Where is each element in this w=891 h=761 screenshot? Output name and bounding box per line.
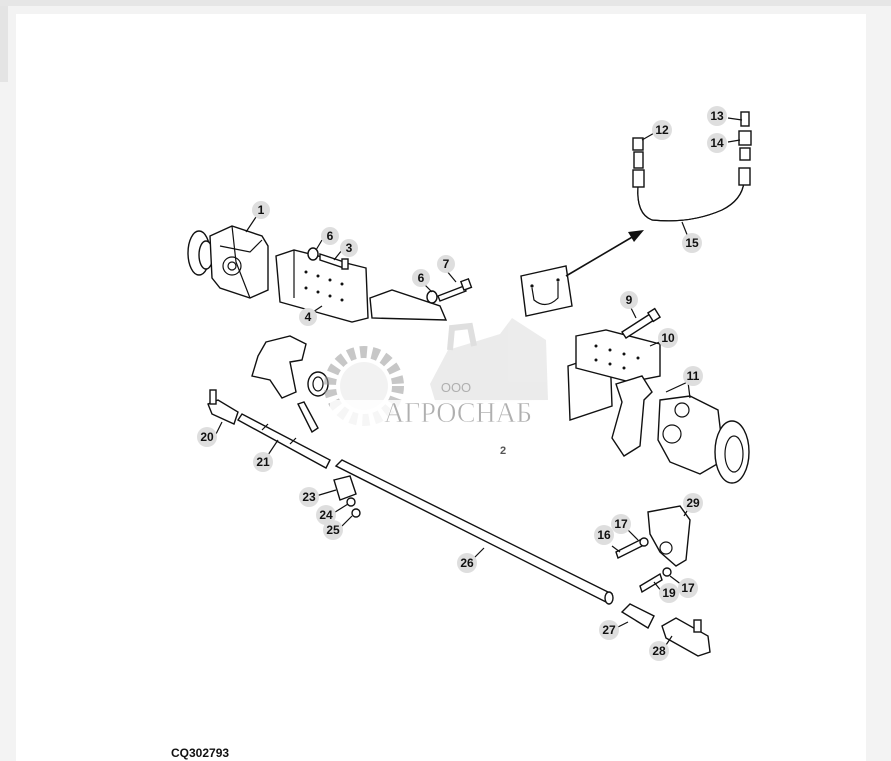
callout-17b: 17 <box>678 578 698 598</box>
svg-text:25: 25 <box>326 523 340 537</box>
callout-16: 16 <box>594 525 614 545</box>
svg-text:27: 27 <box>602 623 616 637</box>
callout-10: 10 <box>658 328 678 348</box>
callout-2: 2 <box>500 445 506 457</box>
svg-text:26: 26 <box>460 556 474 570</box>
callout-20: 20 <box>197 427 217 447</box>
svg-text:24: 24 <box>319 508 333 522</box>
bracket-29-assembly <box>615 505 691 594</box>
left-strip <box>0 6 8 82</box>
svg-text:9: 9 <box>626 293 633 307</box>
svg-text:6: 6 <box>327 229 334 243</box>
callout-6a: 6 <box>321 227 339 245</box>
svg-text:12: 12 <box>655 123 669 137</box>
callout-7: 7 <box>437 255 455 273</box>
svg-text:23: 23 <box>302 490 316 504</box>
callout-17a: 17 <box>611 514 631 534</box>
callout-12: 12 <box>652 120 672 140</box>
svg-text:4: 4 <box>305 310 312 324</box>
bolt-3-assembly <box>307 247 349 270</box>
svg-text:20: 20 <box>200 430 214 444</box>
kingpin-bolt <box>297 401 319 434</box>
watermark-logo: ООО АГРОСНАБ <box>324 318 562 429</box>
svg-text:13: 13 <box>710 109 724 123</box>
callout-27: 27 <box>599 620 619 640</box>
callout-24: 24 <box>316 505 336 525</box>
hydraulic-hose-15 <box>632 111 752 222</box>
watermark-company-name: АГРОСНАБ <box>384 398 532 429</box>
callout-4: 4 <box>299 308 317 326</box>
svg-text:11: 11 <box>687 369 700 383</box>
callout-3: 3 <box>340 239 358 257</box>
figure-code: CQ302793 <box>171 746 230 760</box>
callout-13: 13 <box>707 106 727 126</box>
axle-beam-right <box>567 307 662 421</box>
callout-29: 29 <box>683 493 703 513</box>
svg-text:16: 16 <box>597 528 611 542</box>
svg-text:14: 14 <box>710 136 724 150</box>
callout-11: 11 <box>683 366 703 386</box>
callout-25: 25 <box>323 520 343 540</box>
callout-19: 19 <box>659 583 679 603</box>
tie-rod-end-left <box>207 389 239 425</box>
right-final-drive-housing <box>611 375 750 484</box>
callout-28: 28 <box>649 641 669 661</box>
svg-text:7: 7 <box>443 257 450 271</box>
callout-6b: 6 <box>412 269 430 287</box>
svg-text:21: 21 <box>256 455 270 469</box>
svg-text:6: 6 <box>418 271 425 285</box>
svg-text:1: 1 <box>258 203 265 217</box>
bolt-7-assembly <box>426 277 473 304</box>
svg-text:29: 29 <box>686 496 700 510</box>
callout-21: 21 <box>253 452 273 472</box>
svg-text:19: 19 <box>662 586 676 600</box>
steering-arm-bracket <box>251 335 329 399</box>
clamp-23 <box>333 475 361 518</box>
svg-text:17: 17 <box>681 581 695 595</box>
svg-text:3: 3 <box>346 241 353 255</box>
tie-rod-21 <box>236 413 331 469</box>
svg-text:10: 10 <box>661 331 675 345</box>
top-bar <box>0 0 891 6</box>
callout-1: 1 <box>252 201 270 219</box>
svg-text:17: 17 <box>614 517 628 531</box>
hose-pointer-arrow <box>565 230 644 277</box>
tie-rod-26 <box>334 459 614 605</box>
callout-15: 15 <box>682 233 702 253</box>
tie-rod-end-right <box>620 603 711 657</box>
svg-text:15: 15 <box>685 236 699 250</box>
callout-9: 9 <box>620 291 638 309</box>
hose-location-inset <box>520 265 573 317</box>
callout-26: 26 <box>457 553 477 573</box>
watermark-prefix: ООО <box>441 380 471 395</box>
callout-23: 23 <box>299 487 319 507</box>
left-final-drive-housing <box>187 225 269 299</box>
callout-14: 14 <box>707 133 727 153</box>
svg-text:28: 28 <box>652 644 666 658</box>
